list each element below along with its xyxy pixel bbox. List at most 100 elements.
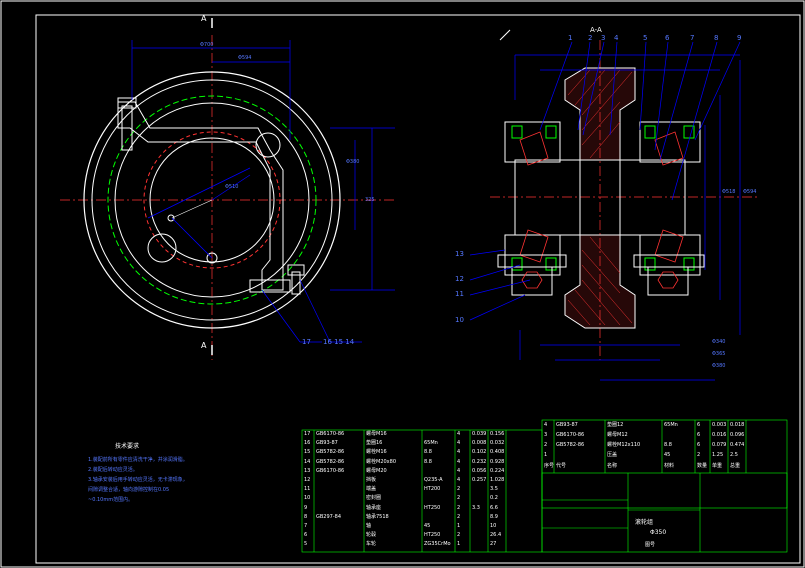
parts-cell: 1.25: [712, 452, 724, 458]
parts-cell: 45: [664, 452, 671, 458]
parts-cell: 3.3: [472, 504, 480, 511]
section-mark-top: A: [201, 14, 207, 23]
parts-cell: GB5782-86: [316, 458, 345, 465]
tech-note-line-2: 2.装配后转动应灵活。: [88, 467, 138, 473]
title-block-code: Φ350: [650, 529, 667, 536]
parts-cell: 5: [304, 541, 308, 548]
tech-note-line-5: ~0.10mm范围内。: [88, 497, 134, 503]
parts-cell: 0.032: [490, 440, 505, 447]
parts-cell: 4: [544, 422, 548, 428]
parts-header-cell: 名称: [607, 463, 618, 469]
section-mark-bottom: A: [201, 341, 207, 350]
parts-cell: 0.408: [490, 449, 505, 456]
callout-4: 4: [614, 34, 619, 42]
parts-cell: 4: [457, 431, 461, 437]
parts-table-grid: [301, 419, 788, 553]
tech-notes-title: 技术要求: [115, 443, 140, 450]
parts-cell: 0.018: [730, 422, 745, 428]
callout-7: 7: [690, 34, 695, 42]
parts-cell: 4: [457, 477, 461, 483]
parts-cell: 轴: [366, 523, 372, 529]
parts-cell: 26.4: [490, 532, 502, 539]
parts-cell: 8.8: [424, 458, 432, 465]
parts-cell: GB6170-86: [316, 431, 345, 437]
parts-cell: 2: [457, 504, 461, 511]
parts-cell: 3: [544, 432, 548, 438]
parts-header-cell: 单重: [712, 463, 723, 469]
parts-cell: 2: [457, 513, 461, 520]
parts-cell: 2: [457, 532, 461, 539]
parts-cell: 2.5: [730, 452, 738, 458]
parts-cell: 0.016: [712, 432, 727, 438]
parts-cell: 4: [457, 458, 461, 465]
parts-cell: GB297-84: [316, 513, 342, 520]
parts-cell: 16: [304, 440, 311, 447]
section-title: A-A: [590, 26, 602, 34]
parts-cell: ZG35CrMo: [424, 541, 451, 548]
parts-cell: 8.8: [664, 442, 672, 448]
parts-cell: 10: [304, 495, 311, 502]
parts-cell: 垫圈16: [366, 440, 383, 447]
dim-d2: Φ594: [238, 55, 252, 61]
parts-cell: 65Mn: [424, 440, 438, 447]
parts-cell: 挡板: [366, 477, 377, 483]
tech-note-line-4: 间隙调整合适，轴向游隙控制在0.05: [88, 487, 170, 493]
tech-note-line-3: 3.轴承安装后用手转动应灵活，无卡滞现象，: [88, 477, 188, 483]
parts-cell: 密封圈: [366, 495, 382, 502]
parts-cell: 4: [457, 467, 461, 474]
parts-header-cell: 总重: [730, 463, 741, 469]
callout-16-15-14: 16 15 14: [323, 338, 355, 346]
parts-cell: 螺母M12: [607, 432, 628, 438]
parts-cell: 6: [697, 442, 701, 448]
callout-11: 11: [455, 290, 464, 298]
parts-cell: GB93-87: [556, 422, 578, 428]
parts-cell: 螺母M20: [366, 467, 387, 474]
parts-cell: GB5782-86: [316, 449, 345, 456]
parts-cell: 27: [490, 541, 497, 548]
parts-cell: 端盖: [366, 486, 377, 493]
callout-8: 8: [714, 34, 719, 42]
parts-cell: 螺栓M20x80: [366, 458, 396, 465]
parts-cell: 0.474: [730, 442, 745, 448]
parts-cell: GB93-87: [316, 440, 338, 447]
parts-cell: 1: [544, 452, 548, 458]
parts-cell: 8.9: [490, 513, 498, 520]
parts-cell: 10: [490, 523, 497, 529]
parts-cell: 0.232: [472, 458, 487, 465]
parts-cell: 车轮: [366, 541, 377, 548]
inner-frame: [35, 14, 801, 564]
callout-5: 5: [643, 34, 648, 42]
parts-cell: 2: [697, 452, 701, 458]
callout-6: 6: [665, 34, 670, 42]
parts-cell: 0.102: [472, 449, 487, 456]
parts-cell: 9: [304, 504, 308, 511]
parts-cell: 14: [304, 458, 311, 465]
parts-cell: 45: [424, 523, 431, 529]
parts-cell: 螺母M16: [366, 431, 387, 437]
parts-cell: 17: [304, 431, 311, 437]
parts-cell: 0.257: [472, 477, 487, 483]
parts-header-cell: 材料: [664, 463, 675, 469]
parts-cell: 0.224: [490, 467, 505, 474]
parts-cell: 0.039: [472, 431, 487, 437]
dim-v3: Φ380: [712, 363, 726, 369]
parts-cell: HT200: [424, 486, 441, 493]
parts-cell: 7: [304, 523, 308, 529]
callout-13: 13: [455, 250, 464, 258]
parts-cell: Q235-A: [424, 477, 443, 483]
callout-10: 10: [455, 316, 464, 324]
parts-header-cell: 数量: [697, 463, 708, 469]
title-block-company: 图号: [645, 542, 656, 548]
parts-cell: 0.156: [490, 431, 505, 437]
callout-12: 12: [455, 275, 464, 283]
parts-cell: 轴承座: [366, 504, 382, 511]
parts-cell: 2: [457, 486, 461, 493]
parts-cell: 6: [304, 532, 308, 539]
callout-2: 2: [588, 34, 593, 42]
parts-header-cell: 序号: [544, 463, 555, 469]
parts-cell: 6: [697, 432, 701, 438]
parts-cell: GB6170-86: [316, 467, 345, 474]
parts-cell: 1: [457, 541, 461, 548]
